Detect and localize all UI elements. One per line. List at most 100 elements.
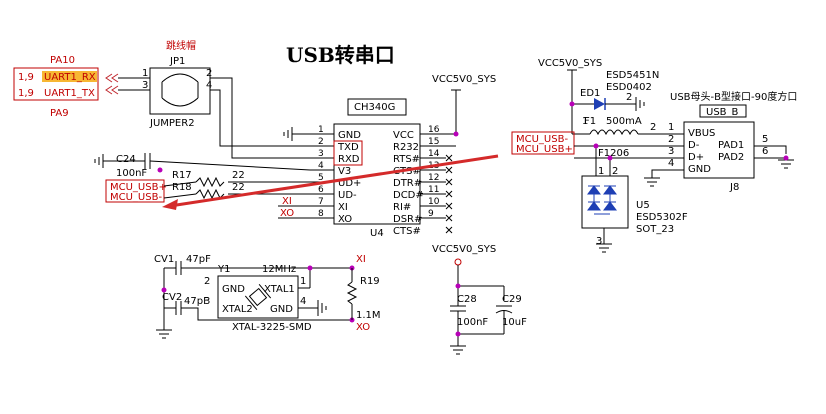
usb-pin6-num: 6 — [762, 146, 768, 157]
usbp-to-r17 — [163, 181, 197, 187]
usb-pad-junction — [783, 155, 789, 161]
u4-pin-name: RXD — [338, 154, 360, 165]
c29-value: 10uF — [502, 317, 527, 328]
y1-part: XTAL-3225-SMD — [232, 322, 312, 333]
esd-diode-icon — [594, 98, 605, 110]
u4-pin-name: UD- — [338, 190, 357, 201]
fuse-ref: F1 — [584, 116, 596, 127]
jp1-pin3: 3 — [142, 80, 148, 91]
u5-part: ESD5302F — [636, 212, 688, 223]
u4-pin-num: 10 — [428, 197, 440, 207]
jp1-pin4: 4 — [206, 80, 212, 91]
u5-diode-array-icon — [587, 185, 617, 215]
u5-dm-junction — [593, 143, 599, 149]
u4-pin-num: 16 — [428, 125, 440, 135]
cv1-ref: CV1 — [154, 254, 174, 265]
jp1-part: JUMPER2 — [149, 118, 195, 129]
crystal-xo-net: XO — [356, 322, 370, 333]
u4-pin-name: GND — [338, 130, 361, 141]
vcc-pin-icon — [454, 258, 462, 266]
c24-ref: C24 — [116, 154, 136, 165]
decoupling-vcc-net: VCC5V0_SYS — [432, 244, 496, 255]
cv1-value: 47pF — [186, 254, 211, 265]
uart-rx-ref: 1,9 — [18, 72, 34, 83]
usb-b-body — [683, 121, 755, 179]
esd-vcc-net: VCC5V0_SYS — [538, 58, 602, 69]
u5-pkg: SOT_23 — [636, 224, 674, 235]
mcu-left-box — [105, 179, 165, 203]
mcu-right-box — [511, 131, 575, 155]
c24-v3-wire — [149, 160, 311, 171]
usb-pad-gnd-icon — [778, 159, 794, 169]
u4-pin-name: DTR# — [393, 178, 422, 189]
u4-pin-num: 7 — [318, 197, 324, 207]
pa9-label: PA9 — [50, 108, 69, 119]
fuse-rating: 500mA — [606, 116, 642, 127]
u4-gnd-icon — [283, 127, 293, 141]
y1-pin-gnd: GND — [222, 284, 245, 295]
u5-pin1: 1 — [598, 166, 604, 177]
annotation-arrowhead-icon — [162, 199, 178, 210]
u4-pin-name: DSR# — [393, 214, 422, 225]
usb-pin-dp: D+ — [688, 152, 704, 163]
usb-pin3-num: 3 — [668, 146, 674, 157]
decoup-junction-top — [455, 283, 461, 289]
y1-body — [217, 275, 299, 319]
tx-chevron-icon — [105, 85, 119, 95]
mcu-right-usbp: MCU_USB+ — [516, 144, 573, 155]
xo-crystal-wire — [181, 307, 352, 321]
u5-pin3: 3 — [596, 236, 602, 247]
r17-ref: R17 — [172, 170, 192, 181]
usb-desc: USB母头-B型接口-90度方口 — [670, 90, 797, 103]
usb-pin-pad1: PAD1 — [718, 140, 744, 151]
fuse-pkg: F1206 — [598, 148, 629, 159]
jp1-to-txd-wire — [210, 89, 310, 147]
u4-vcc-net: VCC5V0_SYS — [432, 74, 496, 85]
no-connect-icon — [445, 154, 453, 162]
rx-chevron-icon — [105, 73, 119, 83]
crystal-xi-net: XI — [356, 254, 366, 265]
u5-ref: U5 — [636, 200, 650, 211]
r18-ref: R18 — [172, 182, 192, 193]
jumper-cap-top-icon — [161, 73, 199, 83]
cv-junction — [161, 287, 167, 293]
y1-pin4-num: 4 — [300, 296, 306, 307]
u4-pin-name: TXD — [337, 142, 359, 153]
no-connect-icon — [445, 226, 453, 234]
annotation-arrow — [169, 154, 499, 208]
u4-pin-name-extra: CTS# — [393, 226, 421, 237]
u5-gnd-icon — [596, 243, 612, 253]
usb-gnd-icon — [644, 177, 660, 187]
esd-ref: ED1 — [580, 88, 600, 99]
u4-ref: U4 — [370, 228, 384, 239]
decoup-gnd-icon — [450, 345, 466, 355]
cv-gnd-icon — [156, 329, 172, 339]
esd-pin2: 2 — [626, 92, 632, 103]
no-connect-icon — [445, 166, 453, 174]
vcc-junction — [453, 131, 459, 137]
schematic-title: USB转串口 — [286, 43, 395, 67]
u4-xo-net: XO — [280, 208, 294, 219]
usb-pin4-num: 4 — [668, 158, 674, 169]
u4-pin-name: UD+ — [338, 178, 361, 189]
esd-junction — [569, 101, 575, 107]
u5-dp-junction — [607, 155, 613, 161]
r19-value: 1.1M — [356, 310, 381, 321]
u4-pin-name: DCD# — [393, 190, 424, 201]
no-connect-icon — [445, 190, 453, 198]
c24-junction — [157, 167, 163, 173]
y1-pin3-num: 3 — [204, 296, 210, 307]
decoup-junction-bottom — [455, 331, 461, 337]
c24-gnd-icon — [94, 154, 104, 168]
u5-pin2: 2 — [612, 166, 618, 177]
usb-b-name: USB_B — [706, 107, 739, 118]
c28-value: 100nF — [457, 317, 488, 328]
uart-label-box — [13, 67, 99, 101]
usb-pin-gnd: GND — [688, 164, 711, 175]
jp1-ref: JP1 — [169, 56, 185, 67]
u5-body — [581, 175, 629, 229]
usb-pin1-num: 1 — [668, 122, 674, 133]
